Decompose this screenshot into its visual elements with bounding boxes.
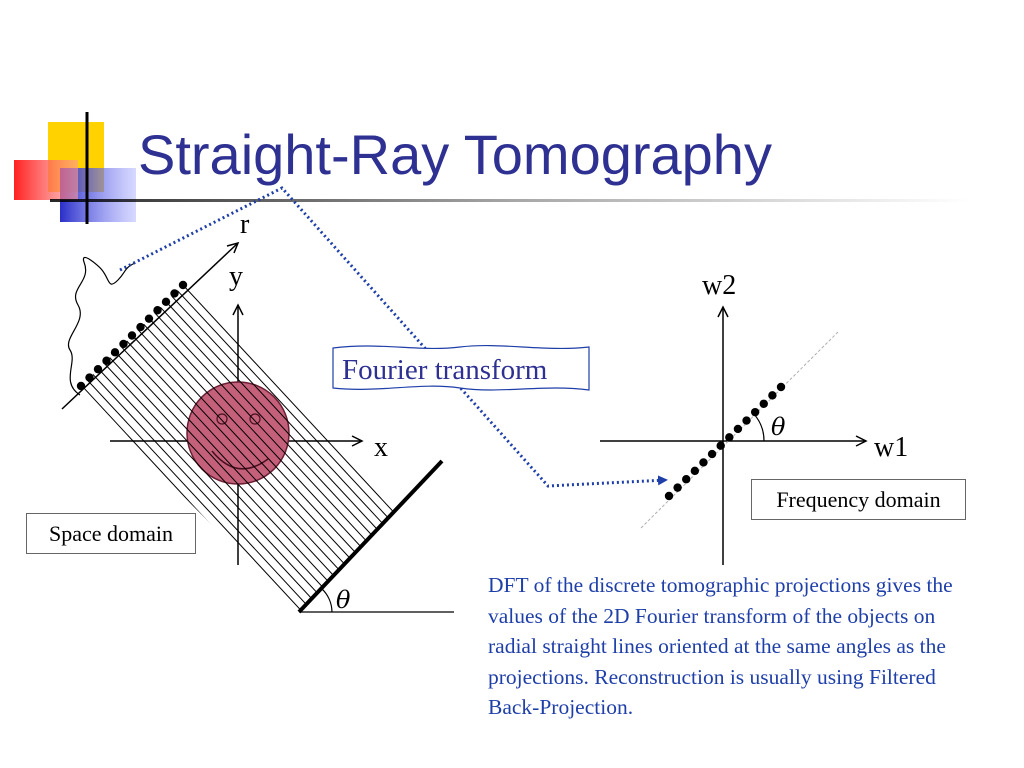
projection-ray	[86, 379, 360, 612]
frequency-sample-dot	[690, 466, 700, 476]
label-theta-space: θ	[336, 586, 351, 614]
projection-sample-dot	[144, 314, 154, 323]
frequency-sample-dot	[733, 424, 743, 434]
r-axis-arrowhead	[226, 241, 240, 254]
projection-sample-dot	[153, 306, 162, 315]
frequency-samples	[664, 382, 786, 501]
frequency-sample-dot	[725, 433, 734, 442]
label-w2: w2	[702, 270, 736, 301]
object-eye-left	[216, 413, 228, 425]
projection-sample-dot	[110, 348, 120, 357]
frequency-sample-dot	[776, 382, 786, 392]
angle-arc-space	[320, 587, 333, 613]
frequency-sample-dot	[742, 416, 751, 425]
frequency-domain-label: Frequency domain	[751, 479, 966, 520]
projection-sample-dot	[102, 356, 111, 365]
projection-samples	[76, 280, 188, 391]
x-axis-arrowhead	[351, 435, 364, 447]
projection-ray	[98, 368, 371, 612]
w2-axis-arrowhead	[717, 305, 729, 318]
radial-sampling-line	[640, 331, 839, 529]
label-y: y	[229, 261, 243, 292]
frequency-sample-dot	[673, 483, 682, 492]
projection-rays	[77, 285, 441, 612]
logo-red-square	[14, 160, 78, 200]
frequency-sample-dot	[768, 391, 777, 400]
fourier-dotted-path	[119, 186, 668, 488]
frequency-sample-dot	[750, 407, 760, 417]
slide-title: Straight-Ray Tomography	[138, 123, 772, 186]
angle-arc-frequency	[752, 412, 765, 442]
projection-sample-dot	[178, 280, 188, 290]
projection-profile-curve	[67, 256, 136, 396]
fourier-transform-label: Fourier transform	[342, 354, 548, 386]
projection-sample-dot	[170, 289, 179, 298]
label-theta-frequency: θ	[771, 413, 786, 441]
title-rule	[50, 199, 970, 202]
projection-ray	[92, 373, 366, 612]
logo-decoration	[14, 112, 136, 224]
space-domain-diagram: r y x θ	[61, 209, 454, 614]
projection-sample-dot	[161, 297, 171, 307]
frequency-sample-dot	[682, 475, 691, 484]
frequency-sample-dot	[716, 441, 725, 450]
y-axis-arrowhead	[232, 303, 244, 316]
object-smile	[211, 450, 269, 470]
fourier-label-frame	[332, 344, 590, 391]
frequency-sample-dot	[699, 458, 708, 467]
fourier-transform-connector: Fourier transform	[119, 186, 668, 488]
frequency-sample-dot	[759, 399, 768, 408]
r-axis	[61, 242, 239, 410]
object-eye-right	[249, 413, 261, 425]
w1-axis-arrowhead	[855, 435, 868, 447]
label-w1: w1	[874, 432, 908, 463]
frequency-sample-dot	[664, 491, 674, 501]
projection-sample-dot	[93, 364, 103, 374]
projection-sample-dot	[76, 381, 86, 391]
projection-sample-dot	[136, 322, 145, 332]
frequency-sample-dot	[707, 449, 717, 459]
frequency-domain-diagram: w2 w1 θ	[600, 270, 908, 565]
space-domain-label: Space domain	[26, 513, 196, 554]
caption-text: DFT of the discrete tomographic projecti…	[488, 573, 953, 719]
label-r: r	[240, 209, 250, 240]
projection-sample-dot	[85, 373, 94, 382]
detector-line	[297, 459, 444, 614]
label-x: x	[374, 432, 388, 463]
projection-sample-dot	[119, 339, 128, 349]
projection-sample-dot	[127, 331, 137, 340]
